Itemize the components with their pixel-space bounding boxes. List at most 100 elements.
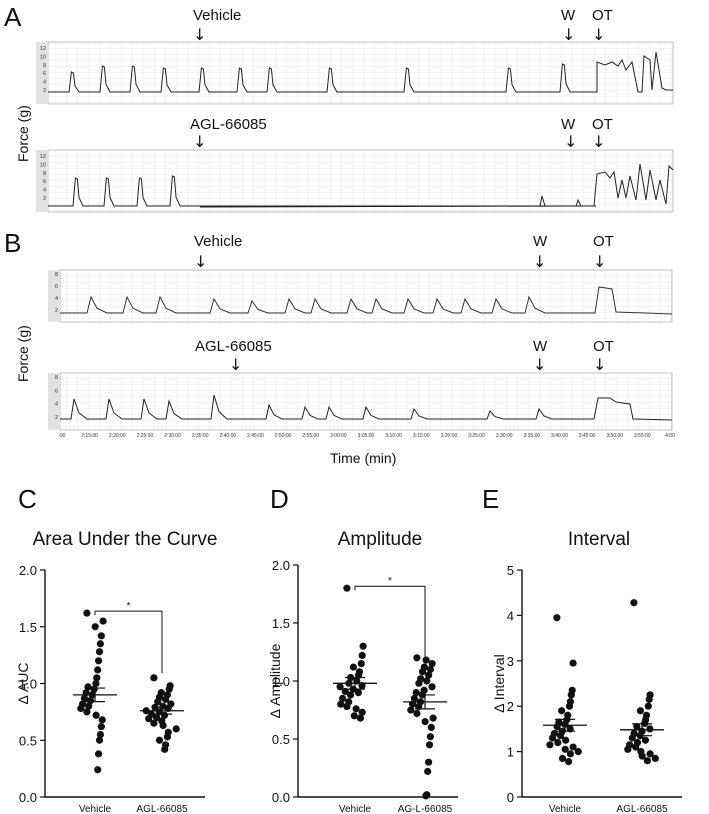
time-tick-label: 3:40:00: [551, 433, 568, 439]
data-point: [569, 659, 577, 667]
y-tick-label: 1.5: [19, 620, 37, 635]
data-point: [562, 736, 570, 744]
time-tick-label: :00: [59, 433, 66, 439]
data-point: [352, 705, 360, 713]
data-point: [95, 750, 103, 758]
y-tick-label: 2.0: [19, 563, 37, 578]
y-tick-label: 1.0: [272, 674, 290, 689]
data-point: [418, 668, 427, 676]
trace-a1-frame: [47, 41, 674, 105]
trace-a1-line: [48, 51, 673, 93]
data-point: [336, 683, 344, 691]
marker-w-b2: W: [533, 338, 548, 355]
time-label: Time (min): [330, 450, 396, 466]
time-tick-label: 3:35:00: [523, 433, 540, 439]
data-point: [549, 734, 557, 742]
arrow-vehicle-a: ↓: [193, 25, 206, 44]
data-point: [99, 617, 107, 625]
y-tick-label: 0.5: [19, 733, 37, 748]
trace-a1-gutter: [36, 42, 48, 104]
data-point: [95, 657, 103, 665]
data-point: [646, 750, 654, 758]
force-label-a: Force (g): [15, 105, 31, 162]
time-tick-label: 3:45:00: [579, 433, 596, 439]
data-point: [425, 758, 433, 766]
data-point: [651, 754, 659, 763]
data-point: [77, 704, 85, 713]
trace-tick-label: 4: [55, 402, 58, 408]
data-point: [95, 648, 104, 656]
trace-tick-label: 10: [40, 54, 46, 60]
y-tick-label: 4: [507, 608, 514, 623]
data-point: [633, 723, 641, 731]
x-tick-label: AGL-66085: [136, 804, 188, 814]
y-axis-label: Δ Amplitude: [267, 643, 283, 718]
data-point: [86, 696, 95, 705]
data-point: [423, 677, 431, 685]
trace-b2-frame: [59, 372, 673, 431]
data-point: [429, 714, 437, 722]
arrow-agl-a: ↓: [193, 132, 206, 151]
data-point: [160, 711, 169, 719]
trace-b1-gutter: [48, 270, 60, 322]
data-point: [424, 767, 432, 776]
trace-b1-line: [60, 286, 673, 315]
x-tick-label: Vehicle: [79, 804, 112, 814]
y-tick-label: 0.5: [272, 732, 290, 747]
time-tick-label: 2:35:00: [192, 433, 209, 439]
data-point: [165, 685, 173, 693]
time-tick-label: 3:20:00: [441, 433, 458, 439]
data-point: [428, 660, 436, 668]
force-label-b: Force (g): [15, 325, 31, 382]
data-point: [645, 695, 653, 703]
data-point: [569, 743, 577, 751]
significance-star: *: [127, 601, 131, 612]
x-tick-label: Vehicle: [549, 804, 582, 814]
data-point: [630, 599, 638, 607]
marker-ot-a2: OT: [592, 116, 613, 133]
chart-title: Interval: [568, 529, 630, 550]
data-point: [565, 757, 573, 766]
significance-bracket: [94, 610, 163, 674]
marker-w-a1: W: [561, 7, 576, 24]
arrow-ot-b1: ↓: [593, 252, 606, 271]
data-point: [553, 614, 561, 622]
y-tick-label: 0.0: [272, 790, 290, 805]
data-point: [354, 689, 362, 697]
y-axis-label: Δ Interval: [491, 654, 507, 712]
trace-tick-label: 4: [43, 80, 46, 86]
data-point: [556, 732, 565, 740]
data-point: [97, 723, 105, 731]
time-tick-label: 3:00:00: [330, 433, 347, 439]
data-point: [80, 694, 88, 702]
panel-letter-a: A: [4, 2, 22, 32]
data-point: [558, 707, 566, 715]
data-point: [150, 719, 158, 727]
panel-letter-b: B: [4, 228, 21, 258]
trace-tick-label: 12: [40, 154, 46, 160]
marker-ot-b1: OT: [593, 233, 614, 250]
arrow-ot-b2: ↓: [593, 355, 606, 374]
panel-letter-e: E: [482, 484, 499, 514]
arrow-ot-a1: ↓: [592, 25, 605, 44]
data-point: [428, 683, 436, 691]
data-point: [90, 685, 98, 693]
data-point: [343, 702, 351, 711]
time-tick-label: 2:25:00: [137, 433, 154, 439]
data-point: [425, 671, 433, 679]
chart-title: Area Under the Curve: [33, 529, 218, 550]
trace-tick-label: 2: [55, 415, 58, 421]
arrow-w-a2: ↓: [564, 132, 577, 151]
trace-b1-frame: [59, 269, 673, 323]
significance-star: *: [388, 576, 392, 587]
data-point: [554, 738, 562, 747]
data-point: [343, 584, 351, 592]
data-point: [567, 691, 575, 699]
trace-tick-label: 2: [43, 196, 46, 202]
